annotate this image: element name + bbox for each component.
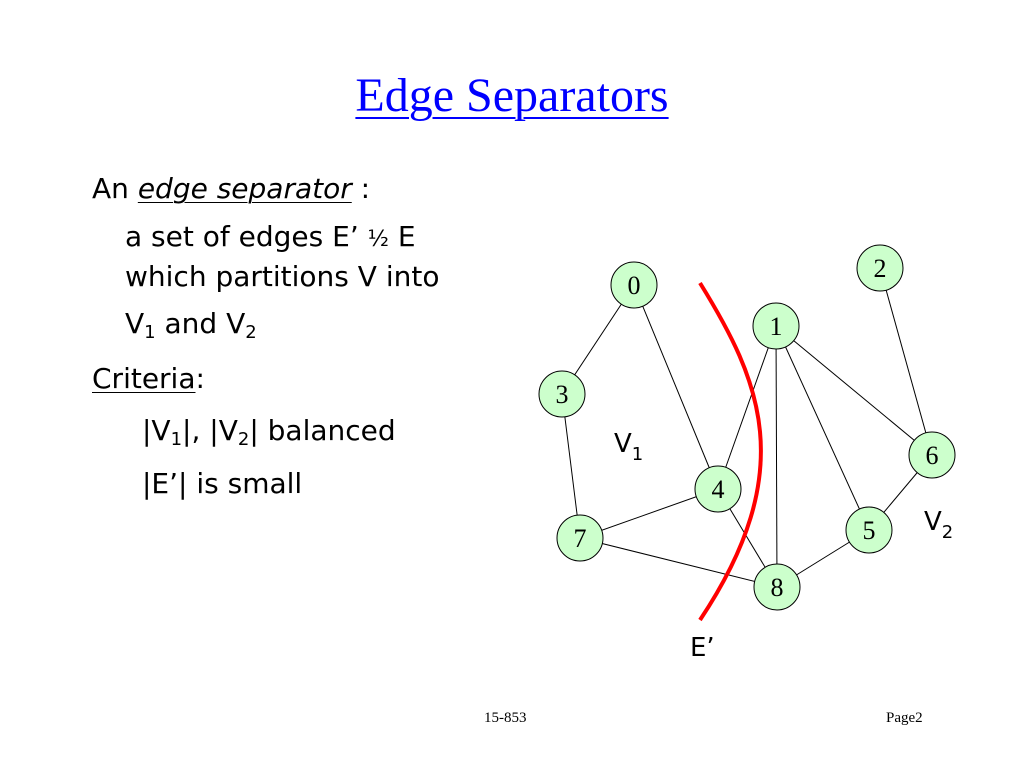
node-6: 6 bbox=[908, 431, 956, 479]
v1-subscript: 1 bbox=[144, 322, 156, 343]
edge-1-5 bbox=[775, 325, 870, 531]
criteria-label: Criteria bbox=[92, 362, 196, 395]
graph-nodes: 0 1 2 3 4 5 6 7 8 bbox=[538, 244, 956, 611]
node-4: 4 bbox=[694, 465, 742, 513]
definition-line-1: An edge separator : bbox=[92, 171, 370, 207]
node-1: 1 bbox=[752, 302, 800, 350]
line2-text-a: a set of edges E’ bbox=[125, 220, 368, 253]
criteria-item-balanced: |V1|, |V2| balanced bbox=[142, 413, 396, 449]
edge-1-6 bbox=[775, 325, 933, 456]
edge-separator-curve bbox=[698, 281, 763, 622]
definition-line-3: which partitions V into bbox=[125, 260, 440, 293]
edge-7-4 bbox=[579, 488, 719, 539]
node-2: 2 bbox=[856, 244, 904, 292]
subset-symbol: ½ bbox=[367, 227, 389, 252]
node-label-1: 1 bbox=[770, 312, 783, 341]
node-circle-3 bbox=[538, 370, 586, 418]
edge-7-8 bbox=[579, 537, 778, 588]
edge-1-8 bbox=[775, 325, 778, 588]
edge-2-6 bbox=[879, 267, 933, 456]
node-circle-4 bbox=[694, 465, 742, 513]
term-edge-separator: edge separator bbox=[137, 172, 352, 205]
intro-suffix: : bbox=[351, 172, 371, 205]
v1-label: V1 bbox=[614, 429, 643, 465]
item1-part-a: |V bbox=[142, 414, 171, 447]
footer-page: Page2 bbox=[886, 710, 923, 726]
node-label-4: 4 bbox=[712, 475, 725, 504]
separator-label: E’ bbox=[690, 633, 715, 663]
definition-line-2: a set of edges E’ ½ E bbox=[125, 219, 416, 258]
node-7: 7 bbox=[556, 514, 604, 562]
definition-line-4: V1 and V2 bbox=[125, 306, 257, 342]
v-symbol: V bbox=[125, 307, 145, 340]
node-label-7: 7 bbox=[574, 524, 587, 553]
node-circle-1 bbox=[752, 302, 800, 350]
node-circle-8 bbox=[753, 563, 801, 611]
item1-sub1: 1 bbox=[170, 429, 183, 450]
slide-title: Edge Separators bbox=[355, 69, 669, 122]
node-circle-6 bbox=[908, 431, 956, 479]
v2-label: V2 bbox=[924, 507, 953, 543]
node-circle-5 bbox=[845, 506, 893, 554]
node-5: 5 bbox=[845, 506, 893, 554]
footer-course: 15-853 bbox=[484, 710, 527, 726]
item1-part-b: |, |V bbox=[182, 414, 238, 447]
item1-sub2: 2 bbox=[237, 429, 250, 450]
criteria-colon: : bbox=[195, 362, 205, 395]
edge-3-7 bbox=[561, 393, 581, 539]
node-circle-2 bbox=[856, 244, 904, 292]
item1-part-c: | balanced bbox=[249, 414, 396, 447]
node-label-6: 6 bbox=[926, 441, 939, 470]
node-circle-0 bbox=[610, 261, 658, 309]
node-label-0: 0 bbox=[628, 271, 641, 300]
node-label-5: 5 bbox=[863, 516, 876, 545]
node-3: 3 bbox=[538, 370, 586, 418]
node-0: 0 bbox=[610, 261, 658, 309]
v2-subscript: 2 bbox=[245, 322, 257, 343]
node-label-2: 2 bbox=[874, 254, 887, 283]
line4-mid: and V bbox=[155, 307, 246, 340]
line2-text-b: E bbox=[388, 220, 416, 253]
criteria-item-small: |E’| is small bbox=[142, 467, 303, 500]
edge-0-4 bbox=[633, 284, 719, 490]
intro-prefix: An bbox=[92, 172, 138, 205]
edge-4-1 bbox=[717, 325, 777, 490]
criteria-heading: Criteria: bbox=[92, 361, 205, 397]
node-8: 8 bbox=[753, 563, 801, 611]
node-circle-7 bbox=[556, 514, 604, 562]
node-label-3: 3 bbox=[556, 380, 569, 409]
node-label-8: 8 bbox=[771, 573, 784, 602]
